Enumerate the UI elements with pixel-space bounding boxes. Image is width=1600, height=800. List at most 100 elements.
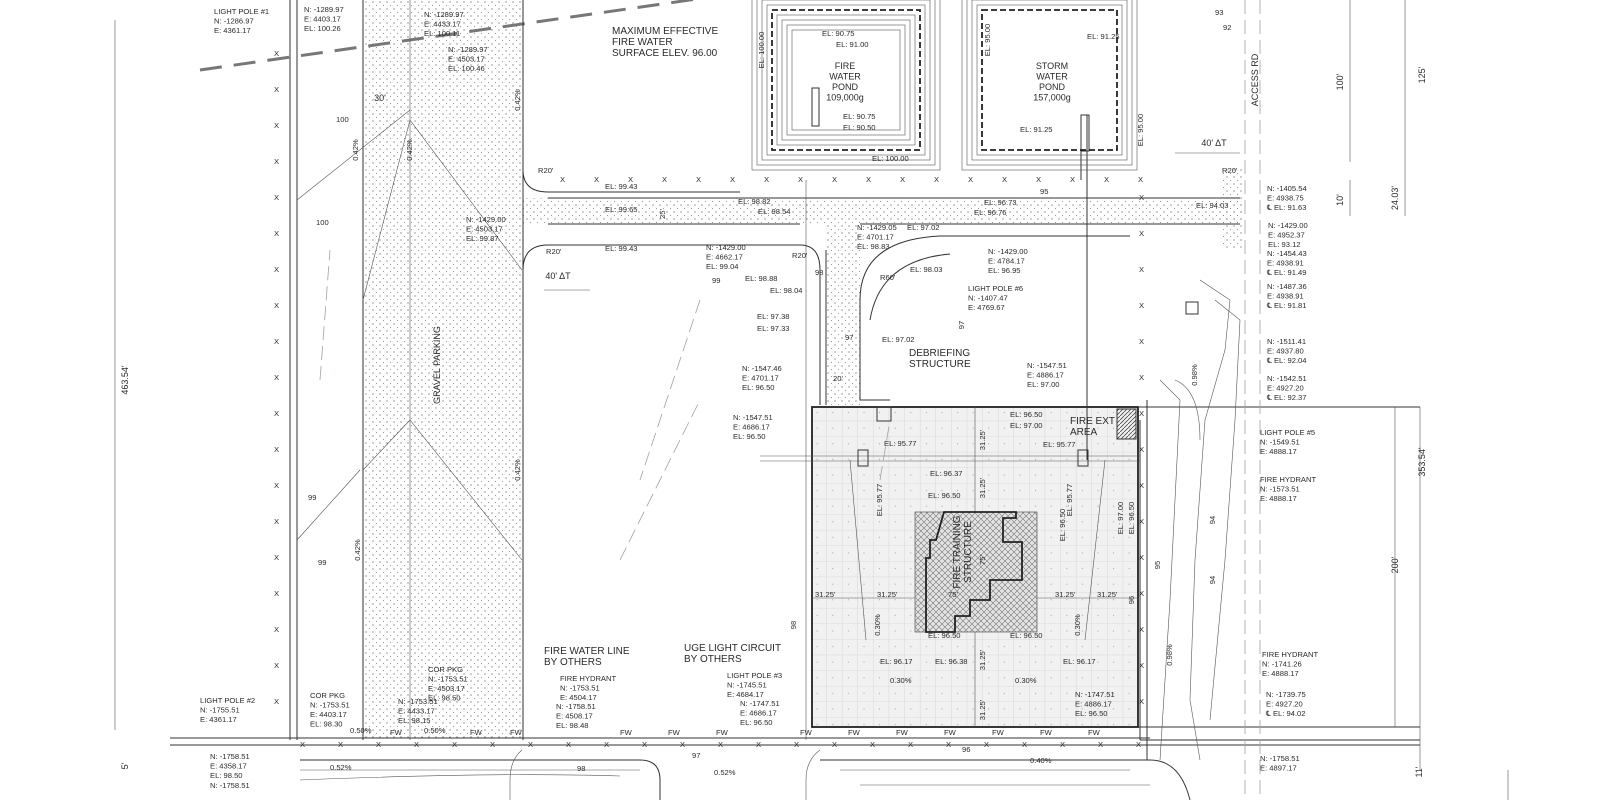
label-line: 0.30% bbox=[890, 676, 912, 685]
label-line: EL: 96.38 bbox=[935, 657, 968, 666]
label-d200: 200' bbox=[1390, 556, 1400, 573]
label-line: 100' bbox=[1335, 73, 1345, 90]
pond-contour bbox=[966, 0, 1133, 166]
label-line: 0.30% bbox=[873, 614, 882, 636]
label-line: ℄ EL: 91.63 bbox=[1266, 203, 1307, 212]
fence-marker: X bbox=[1139, 517, 1144, 526]
label-pel6: EL: 100.00 bbox=[757, 32, 766, 69]
label-line: N: -1289.97 bbox=[424, 10, 464, 19]
label-d75a: 75' bbox=[948, 590, 958, 599]
label-line: E: 4686.17 bbox=[740, 709, 777, 718]
fence-marker: X bbox=[628, 175, 633, 184]
fence-marker: X bbox=[274, 445, 279, 454]
label-k99a: 99 bbox=[308, 493, 316, 502]
label-line: E: 4886.17 bbox=[1027, 371, 1064, 380]
label-line: EL: 97.02 bbox=[907, 223, 940, 232]
label-pel3: EL: 90.75 bbox=[843, 112, 876, 121]
label-line: N: -1739.75 bbox=[1266, 690, 1306, 699]
label-line: 0.42% bbox=[513, 89, 522, 111]
label-el9650b: EL: 96.50 bbox=[928, 491, 961, 500]
label-s042d: 0.42% bbox=[513, 459, 522, 481]
pond-contour bbox=[791, 29, 901, 131]
fence-marker: X bbox=[274, 157, 279, 166]
pond-contour bbox=[961, 0, 1138, 171]
label-line: EL: 96.50 bbox=[1010, 410, 1043, 419]
label-el9637: EL: 96.37 bbox=[930, 469, 963, 478]
label-c3125e: 31.25' bbox=[978, 429, 987, 450]
label-line: E: 4403.17 bbox=[310, 710, 347, 719]
fence-marker: X bbox=[274, 481, 279, 490]
label-line: 40' ΔT bbox=[545, 271, 571, 281]
label-pel1: EL: 90.75 bbox=[822, 29, 855, 38]
label-line: N: -1429.00 bbox=[1268, 221, 1308, 230]
label-k98b: 98 bbox=[577, 764, 585, 773]
label-el9577b: EL: 95.77 bbox=[1043, 440, 1076, 449]
label-line: EL: 97.00 bbox=[1010, 421, 1043, 430]
label-line: N: -1741.26 bbox=[1262, 660, 1302, 669]
fence-marker: X bbox=[452, 740, 457, 749]
label-line: EL: 97.02 bbox=[882, 335, 915, 344]
label-line: EL: 90.75 bbox=[822, 29, 855, 38]
label-el9638: EL: 96.38 bbox=[935, 657, 968, 666]
label-line: 31.25' bbox=[815, 590, 836, 599]
fence-marker: X bbox=[968, 175, 973, 184]
pond-contour bbox=[771, 9, 921, 151]
fence-marker: X bbox=[1138, 175, 1143, 184]
fence-marker: X bbox=[832, 175, 837, 184]
fence-marker: X bbox=[414, 740, 419, 749]
label-line: N: -1487.36 bbox=[1267, 282, 1307, 291]
label-r60: R60' bbox=[880, 273, 896, 282]
label-el9965: EL: 99.65 bbox=[605, 205, 638, 214]
label-s030d: 0.30% bbox=[1073, 614, 1082, 636]
label-line: N: -1405.54 bbox=[1267, 184, 1307, 193]
label-el9617b: EL: 96.17 bbox=[1063, 657, 1096, 666]
label-pel4: EL: 90.50 bbox=[843, 123, 876, 132]
label-line: 98 bbox=[789, 621, 798, 629]
label-line: 0.98% bbox=[1190, 364, 1199, 386]
label-line: 31.25' bbox=[877, 590, 898, 599]
fence-marker: X bbox=[274, 193, 279, 202]
connector-road bbox=[826, 224, 860, 407]
label-line: E: 4403.17 bbox=[304, 15, 341, 24]
storm-water-pond bbox=[961, 0, 1138, 171]
label-k96b: 96 bbox=[1127, 596, 1136, 604]
pond-contour bbox=[761, 0, 931, 161]
label-k100b: 100 bbox=[316, 218, 329, 227]
label-line: EL: 95.00 bbox=[983, 24, 992, 57]
label-k100a: 100 bbox=[336, 115, 349, 124]
label-line: POND bbox=[832, 82, 859, 92]
fence-marker: X bbox=[832, 740, 837, 749]
label-r20b: R20' bbox=[546, 247, 562, 256]
fence-marker: X bbox=[528, 740, 533, 749]
fence-marker: X bbox=[798, 175, 803, 184]
label-line: 100 bbox=[336, 115, 349, 124]
label-c3125c: 31.25' bbox=[1055, 590, 1076, 599]
fence-marker: X bbox=[1022, 740, 1027, 749]
pond-contour bbox=[776, 14, 916, 146]
label-line: E: 4927.20 bbox=[1266, 700, 1303, 709]
label-k96a: 96 bbox=[962, 745, 970, 754]
pond-contour bbox=[981, 9, 1118, 151]
fence-marker: X bbox=[1139, 409, 1144, 418]
label-line: EL: 100.46 bbox=[448, 64, 485, 73]
label-d25: 25' bbox=[658, 209, 667, 219]
label-line: 0.50% bbox=[424, 726, 446, 735]
label-d10: 10' bbox=[1335, 194, 1345, 206]
fence-marker: X bbox=[696, 175, 701, 184]
label-line: E: 4701.17 bbox=[857, 233, 894, 242]
fence-marker: X bbox=[1139, 229, 1144, 238]
pond-contour bbox=[971, 0, 1128, 161]
label-line: ℄ EL: 91.81 bbox=[1266, 301, 1307, 310]
label-line: LIGHT POLE #3 bbox=[727, 671, 782, 680]
fence-marker: X bbox=[1139, 373, 1144, 382]
label-line: 31.25' bbox=[1055, 590, 1076, 599]
